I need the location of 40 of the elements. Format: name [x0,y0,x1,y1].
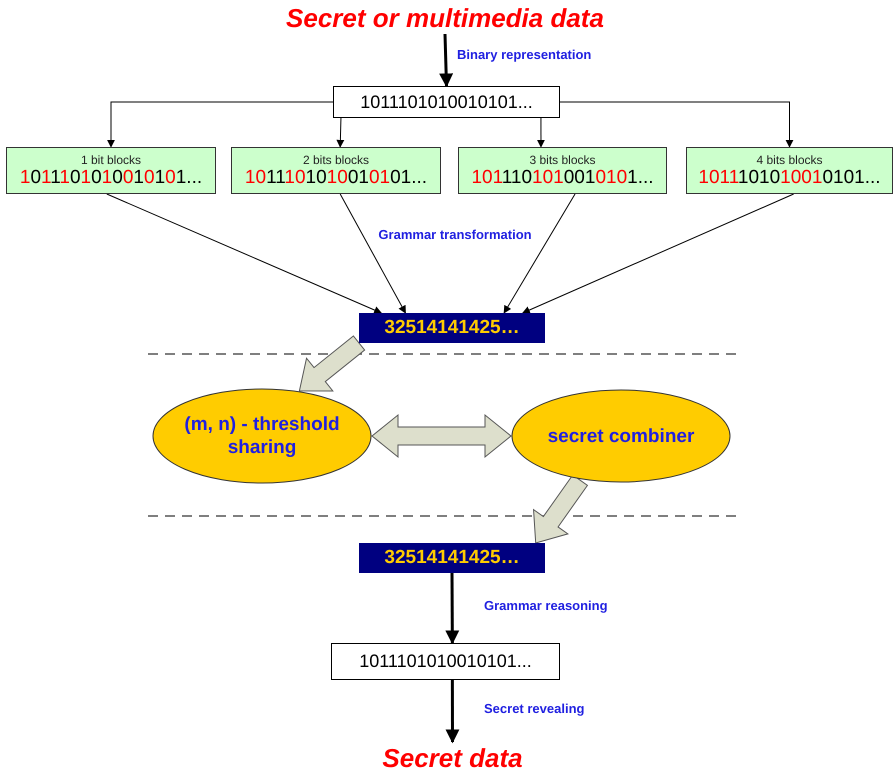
edge-label: Binary representation [455,47,594,62]
heading-text: Secret or multimedia data [286,2,604,34]
heading-text: Secret data [382,742,523,774]
edge-label: Secret revealing [482,701,586,716]
bit-block-box [686,147,893,194]
arrow [107,102,334,148]
bit-string-box [333,86,560,118]
bit-string: 1011101010010101... [698,166,881,188]
arrow [106,194,382,314]
code-box [359,313,545,343]
bit-block-box [458,147,667,194]
arrow [439,34,454,88]
arrow [504,194,576,314]
bit-string: 1011101010010101... [20,166,202,188]
bit-string: 1011101010010101... [360,92,533,112]
bit-string: 1011101010010101... [244,166,428,188]
bit-block-box [231,147,441,194]
block-caption: 3 bits blocks [529,152,596,166]
block-arrow [298,335,366,392]
code-box [359,543,545,573]
edge-label: Grammar reasoning [482,598,610,613]
block-caption: 2 bits blocks [302,152,370,166]
bit-string: 1011101010010101... [359,651,532,672]
edge-label: Grammar transformation [376,227,534,242]
block-caption: 1 bit blocks [80,152,142,166]
arrow [536,118,545,148]
bit-block-box [6,147,216,194]
arrow [522,194,794,314]
bit-string: 32514141425… [384,547,520,569]
bit-string: 1011101010010101... [471,166,654,188]
node-label: secret combiner [548,424,694,448]
node-label: (m, n) - threshold sharing [183,413,341,459]
bit-string-box [331,643,560,680]
block-arrow [371,414,512,458]
arrow [340,194,406,314]
arrow [336,118,344,148]
arrow [445,680,460,744]
arrow [560,102,794,148]
bit-string: 32514141425… [384,317,520,339]
block-caption: 4 bits blocks [756,152,823,166]
